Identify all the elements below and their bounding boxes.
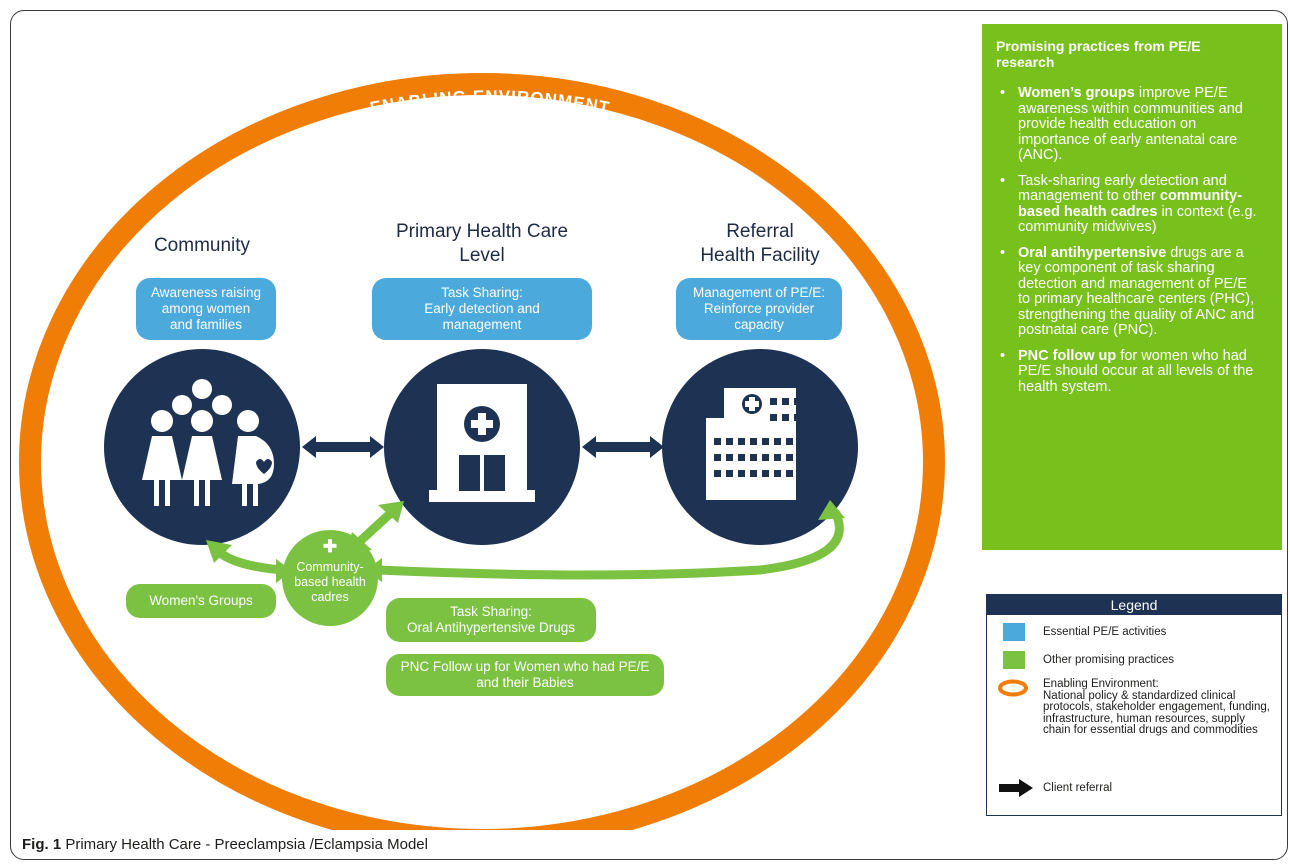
hospital-window — [774, 438, 781, 445]
hospital-window — [738, 438, 745, 445]
hospital-window — [774, 470, 781, 477]
hospital-window — [750, 454, 757, 461]
community-cadres-label: Community- based health cadres — [294, 560, 366, 604]
phc-level-title: Primary Health Care Level — [395, 221, 569, 266]
hospital-window — [770, 398, 777, 405]
hospital-window — [750, 438, 757, 445]
promising-practices-panel: Promising practices from PE/E research W… — [982, 24, 1282, 550]
enabling-environment-ring — [19, 73, 945, 830]
womens-groups-pill: Women's Groups — [126, 584, 276, 618]
legend-label: Enabling Environment: National policy & … — [1043, 678, 1270, 736]
practices-list: Women’s groups improve PE/E awareness wi… — [996, 85, 1262, 396]
hospital-window — [726, 438, 733, 445]
community-health-cadres-circle — [282, 530, 378, 626]
hospital-window — [714, 454, 721, 461]
hospital-window — [786, 470, 793, 477]
pnc-follow-up-pill: PNC Follow up for Women who had PE/E and… — [386, 654, 664, 696]
women-group-icon — [142, 379, 274, 506]
practice-item: PNC follow up for women who had PE/E sho… — [996, 348, 1262, 396]
legend-label: Client referral — [1043, 782, 1113, 794]
task-sharing-detection-pill: Task Sharing: Early detection and manage… — [372, 278, 592, 340]
practice-item: Oral antihypertensive drugs are a key co… — [996, 245, 1262, 339]
black-arrow-icon — [999, 779, 1033, 797]
hospital-window — [770, 414, 777, 421]
legend-title: Legend — [987, 595, 1281, 615]
community-phc-arrow — [302, 436, 384, 458]
hospital-window — [762, 454, 769, 461]
hospital-window — [782, 398, 789, 405]
figure-frame — [10, 10, 1288, 860]
hospital-window — [726, 470, 733, 477]
green-square-icon — [1003, 651, 1025, 669]
hospital-window — [786, 454, 793, 461]
community-title: Community — [153, 235, 251, 256]
management-pe-e-pill: Management of PE/E: Reinforce provider c… — [676, 278, 842, 340]
hospital-window — [774, 454, 781, 461]
task-sharing-drugs-pill: Task Sharing: Oral Antihypertensive Drug… — [386, 598, 596, 642]
hospital-window — [782, 414, 789, 421]
hospital-window — [762, 438, 769, 445]
hospital-window — [738, 454, 745, 461]
hospital-window — [786, 438, 793, 445]
referral-facility-title: Referral Health Facility — [700, 221, 820, 266]
hospital-window — [714, 438, 721, 445]
cadres-plus-icon: ✚ — [322, 537, 338, 556]
hospital-window — [726, 454, 733, 461]
hospital-windows — [714, 398, 801, 477]
awareness-raising-pill: Awareness raising among women and famili… — [136, 278, 276, 340]
practices-heading: Promising practices from PE/E research — [996, 38, 1201, 70]
hospital-window — [714, 470, 721, 477]
hospital-window — [738, 470, 745, 477]
orange-ring-icon — [998, 679, 1028, 697]
clinic-icon — [429, 384, 535, 502]
hospital-window — [762, 470, 769, 477]
hospital-window — [794, 414, 801, 421]
hospital-window — [794, 398, 801, 405]
phc-referral-arrow — [582, 436, 664, 458]
blue-square-icon — [1003, 623, 1025, 641]
legend-box: Legend Essential PE/E activities Other p… — [986, 594, 1282, 816]
figure-caption: Fig. 1 Primary Health Care - Preeclampsi… — [22, 836, 428, 853]
practice-item: Task-sharing early detection and managem… — [996, 173, 1262, 236]
hospital-window — [750, 470, 757, 477]
pe-e-model-diagram: ENABLING ENVIRONMENT — [19, 73, 945, 830]
legend-label: Essential PE/E activities — [1043, 626, 1167, 638]
legend-label: Other promising practices — [1043, 654, 1175, 666]
practice-item: Women’s groups improve PE/E awareness wi… — [996, 85, 1262, 164]
